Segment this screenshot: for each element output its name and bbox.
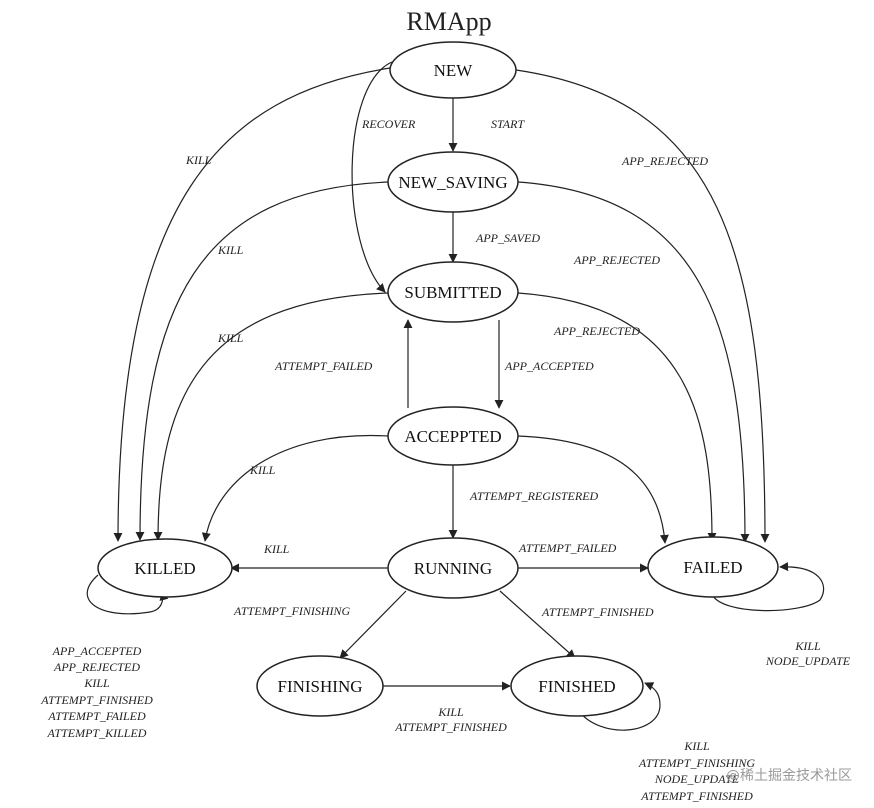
label-killed-self-1: APP_REJECTED xyxy=(53,660,140,674)
state-failed: FAILED xyxy=(647,536,779,598)
label-finished-self-1: ATTEMPT_FINISHING xyxy=(638,756,756,770)
state-running-label: RUNNING xyxy=(414,559,492,578)
state-new-saving: NEW_SAVING xyxy=(387,151,519,213)
label-failed-self-0: KILL xyxy=(794,639,821,653)
state-finished-label: FINISHED xyxy=(538,677,615,696)
label-kill-accepted: KILL xyxy=(249,463,276,477)
label-killed-self-5: ATTEMPT_KILLED xyxy=(47,726,147,740)
edge-submitted-to-killed xyxy=(153,292,389,541)
label-kill-new-saving: KILL xyxy=(217,243,244,257)
state-finishing: FINISHING xyxy=(256,655,384,717)
state-killed-label: KILLED xyxy=(134,559,195,578)
label-recover: RECOVER xyxy=(361,117,416,131)
edge-submitted-to-failed xyxy=(517,292,717,542)
label-attempt-finishing: ATTEMPT_FINISHING xyxy=(233,604,351,618)
label-attempt-registered: ATTEMPT_REGISTERED xyxy=(469,489,599,503)
label-finished-self-2: NODE_UPDATE xyxy=(654,772,740,786)
edge-accepted-to-killed xyxy=(201,434,389,542)
label-finished-self-3: ATTEMPT_FINISHED xyxy=(640,789,753,803)
label-killed-self-2: KILL xyxy=(83,676,110,690)
edge-failed-self-loop xyxy=(711,562,825,612)
edge-finished-self-loop xyxy=(577,682,661,731)
diagram-title: RMApp xyxy=(406,7,491,36)
edge-killed-self-loop xyxy=(86,574,169,615)
state-failed-label: FAILED xyxy=(683,558,742,577)
label-kill-submitted: KILL xyxy=(217,331,244,345)
state-accepted-label: ACCEPPTED xyxy=(404,427,501,446)
edge-new-to-killed xyxy=(113,67,391,542)
label-killed-self-3: ATTEMPT_FINISHED xyxy=(40,693,153,707)
edge-new-to-failed xyxy=(515,69,770,543)
state-killed: KILLED xyxy=(97,538,233,598)
label-kill-running: KILL xyxy=(263,542,290,556)
state-accepted: ACCEPPTED xyxy=(387,406,519,466)
label-attempt-failed-running: ATTEMPT_FAILED xyxy=(518,541,617,555)
label-finishing-kill: KILL xyxy=(437,705,464,719)
edge-new-saving-to-failed xyxy=(517,181,750,543)
state-submitted: SUBMITTED xyxy=(387,261,519,323)
edge-running-to-finished xyxy=(499,590,576,659)
edge-accepted-to-failed xyxy=(517,435,669,544)
edge-new-saving-to-killed xyxy=(135,181,389,541)
label-start: START xyxy=(491,117,525,131)
label-app-saved: APP_SAVED xyxy=(475,231,540,245)
state-finished: FINISHED xyxy=(510,655,644,717)
watermark-text: @稀土掘金技术社区 xyxy=(726,768,852,784)
label-killed-self-0: APP_ACCEPTED xyxy=(52,644,142,658)
label-killed-self-4: ATTEMPT_FAILED xyxy=(47,709,146,723)
label-app-rejected-new: APP_REJECTED xyxy=(621,154,708,168)
edge-new-to-submitted xyxy=(351,61,393,293)
state-submitted-label: SUBMITTED xyxy=(404,283,501,302)
state-finishing-label: FINISHING xyxy=(278,677,363,696)
edge-running-to-finishing xyxy=(339,590,407,659)
label-finished-self-0: KILL xyxy=(683,739,710,753)
label-app-accepted: APP_ACCEPTED xyxy=(504,359,594,373)
label-app-rejected-new-saving: APP_REJECTED xyxy=(573,253,660,267)
label-app-rejected-submitted: APP_REJECTED xyxy=(553,324,640,338)
label-attempt-finished-running: ATTEMPT_FINISHED xyxy=(541,605,654,619)
state-running: RUNNING xyxy=(387,537,519,599)
state-new-saving-label: NEW_SAVING xyxy=(398,173,507,192)
state-new-label: NEW xyxy=(434,61,474,80)
label-kill-new: KILL xyxy=(185,153,212,167)
label-failed-self-1: NODE_UPDATE xyxy=(765,654,851,668)
label-finishing-attempt-finished: ATTEMPT_FINISHED xyxy=(394,720,507,734)
label-attempt-failed-accepted: ATTEMPT_FAILED xyxy=(274,359,373,373)
state-new: NEW xyxy=(389,41,517,99)
